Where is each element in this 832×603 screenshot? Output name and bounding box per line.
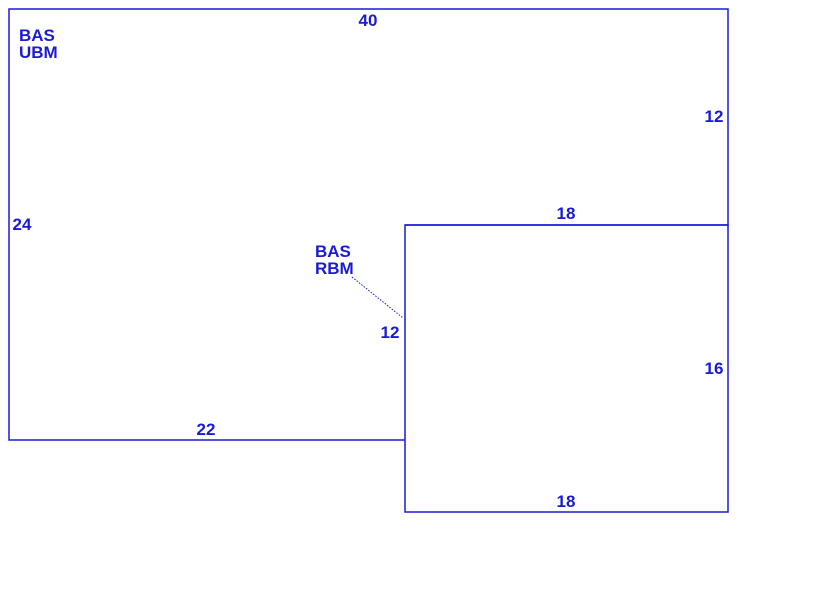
right-addition-label-subtitle: RBM (315, 259, 354, 278)
dimension-right-upper: 12 (705, 107, 724, 126)
dimension-inner-vertical: 12 (381, 323, 400, 342)
dimension-left: 24 (13, 215, 32, 234)
dimension-addition-bottom: 18 (557, 492, 576, 511)
dimension-addition-right: 16 (705, 359, 724, 378)
right-addition-outline (404, 224, 729, 513)
upper-main-label-subtitle: UBM (19, 43, 58, 62)
dimension-bottom-left: 22 (197, 420, 216, 439)
right-addition-label-title: BAS (315, 242, 351, 261)
upper-main-label-title: BAS (19, 26, 55, 45)
rbm-leader-line (351, 276, 404, 319)
dimension-addition-top: 18 (557, 204, 576, 223)
dimension-top: 40 (359, 11, 378, 30)
